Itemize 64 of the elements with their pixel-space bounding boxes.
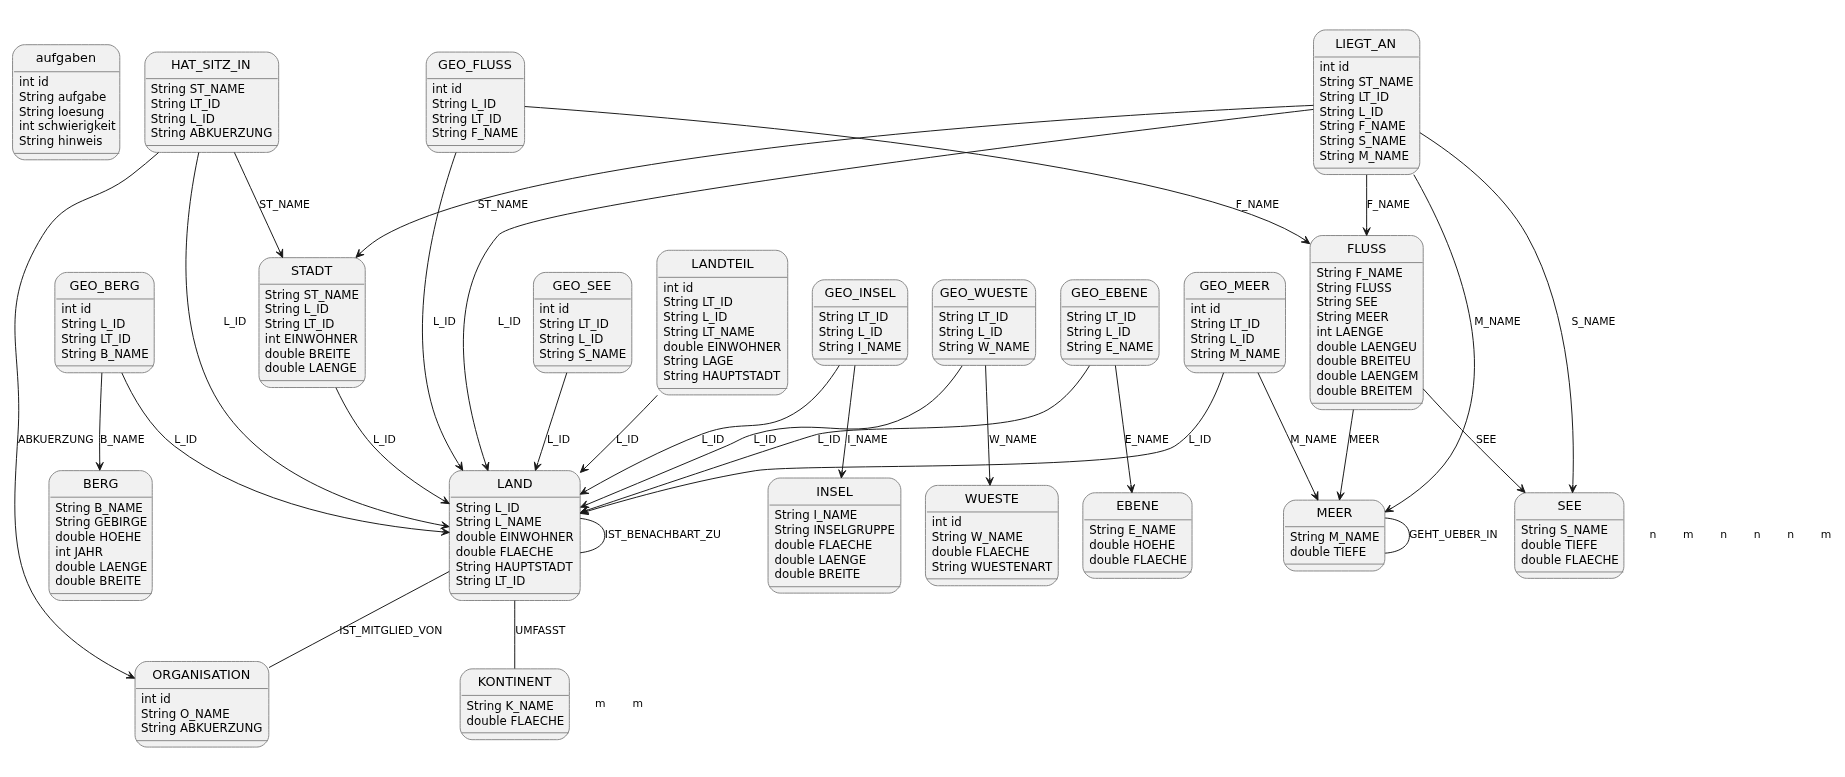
edge-label: I_NAME bbox=[847, 432, 888, 446]
arrow bbox=[335, 387, 450, 505]
arrow bbox=[185, 152, 450, 530]
edge-label: L_ID bbox=[701, 432, 725, 446]
edge-label: ST_NAME bbox=[259, 197, 310, 211]
label: m bbox=[1820, 528, 1832, 542]
edge-label: B_NAME bbox=[100, 432, 145, 446]
arrow bbox=[422, 152, 464, 471]
edge-label: S_NAME bbox=[1571, 315, 1616, 329]
connector bbox=[1384, 517, 1410, 554]
arrow bbox=[1336, 409, 1354, 501]
label: n bbox=[1753, 528, 1761, 542]
edge-label: IST_BENACHBART_ZU bbox=[604, 528, 721, 542]
edge-label: L_ID bbox=[615, 432, 639, 446]
edge-label: F_NAME bbox=[1366, 197, 1410, 211]
arrow bbox=[524, 106, 1311, 245]
edge-label: W_NAME bbox=[989, 432, 1037, 446]
arrow bbox=[1257, 372, 1319, 501]
arrow bbox=[580, 365, 963, 508]
arrow bbox=[533, 372, 568, 471]
edge-label: L_ID bbox=[223, 315, 247, 329]
label: m bbox=[1683, 528, 1694, 542]
arrow bbox=[121, 372, 450, 536]
edge-label: UMFASST bbox=[515, 623, 566, 637]
arrow bbox=[1384, 174, 1475, 513]
edge-label: F_NAME bbox=[1235, 197, 1280, 211]
edge-label: GEHT_UEBER_IN bbox=[1408, 528, 1498, 542]
arrow bbox=[985, 365, 994, 486]
arrow bbox=[579, 364, 840, 495]
edge-label: E_NAME bbox=[1124, 432, 1169, 446]
edge-label: L_ID bbox=[372, 432, 396, 446]
edge-label: L_ID bbox=[432, 315, 456, 329]
arrow bbox=[1422, 388, 1526, 494]
label: n bbox=[1649, 528, 1657, 542]
edge-label: ABKUERZUNG bbox=[18, 432, 94, 446]
edge-label: L_ID bbox=[817, 432, 841, 446]
edge-label: SEE bbox=[1475, 432, 1497, 446]
edge-label: L_ID bbox=[497, 315, 521, 329]
arrow bbox=[579, 394, 658, 473]
edge-label: ST_NAME bbox=[477, 197, 529, 211]
connector bbox=[268, 571, 450, 668]
edge-label: L_ID bbox=[547, 432, 570, 446]
arrow bbox=[95, 372, 104, 471]
connector bbox=[579, 517, 606, 554]
label: m bbox=[595, 697, 606, 711]
arrow bbox=[14, 152, 160, 679]
connector bbox=[514, 600, 516, 670]
edge-label: M_NAME bbox=[1474, 315, 1521, 329]
edge-label: L_ID bbox=[1188, 432, 1212, 446]
arrow bbox=[1114, 365, 1135, 494]
edge-label: IST_MITGLIED_VON bbox=[339, 623, 443, 637]
arrow bbox=[355, 104, 1314, 258]
label: n bbox=[1787, 528, 1795, 542]
edge-label: MEER bbox=[1348, 432, 1380, 446]
arrow bbox=[1362, 174, 1371, 236]
edge-label: L_ID bbox=[174, 432, 198, 446]
edge-label: M_NAME bbox=[1290, 432, 1337, 446]
arrow bbox=[462, 108, 1314, 472]
label: m bbox=[632, 697, 643, 711]
label: n bbox=[1720, 528, 1728, 542]
arrow bbox=[1419, 132, 1577, 494]
edge-label: L_ID bbox=[753, 432, 777, 446]
arrow bbox=[233, 152, 284, 259]
arrow bbox=[838, 365, 856, 479]
